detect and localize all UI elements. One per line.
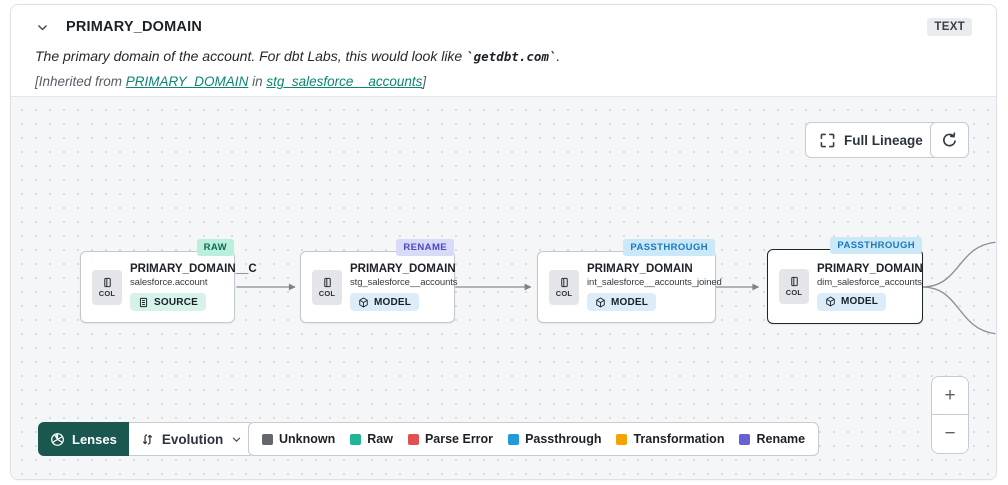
column-icon xyxy=(790,276,798,287)
legend-swatch xyxy=(350,433,362,445)
resource-type-badge: SOURCE xyxy=(130,293,206,311)
column-description: The primary domain of the account. For d… xyxy=(35,48,561,64)
resource-type-badge: MODEL xyxy=(350,293,420,311)
legend-swatch xyxy=(616,433,628,445)
zoom-out-button[interactable]: − xyxy=(932,415,968,453)
data-type-badge: TEXT xyxy=(927,18,972,36)
legend-item: Passthrough xyxy=(508,432,601,446)
legend-swatch xyxy=(407,433,419,445)
legend-item: Raw xyxy=(350,432,393,446)
inherited-from-line: [Inherited from PRIMARY_DOMAIN in stg_sa… xyxy=(35,74,427,89)
legend-swatch xyxy=(508,433,520,445)
node-subtitle: salesforce.account xyxy=(130,277,208,288)
column-lineage-panel: PRIMARY_DOMAIN TEXT The primary domain o… xyxy=(10,4,997,480)
node-title: PRIMARY_DOMAIN xyxy=(817,262,923,275)
full-lineage-button[interactable]: Full Lineage xyxy=(805,122,938,158)
model-icon xyxy=(359,297,368,307)
collapse-chevron-icon[interactable] xyxy=(35,20,49,34)
zoom-controls: + − xyxy=(931,376,969,454)
lineage-node-source[interactable]: RAW COL PRIMARY_DOMAIN__C salesforce.acc… xyxy=(80,239,257,323)
zoom-in-button[interactable]: + xyxy=(932,377,968,415)
status-badge: PASSTHROUGH xyxy=(830,237,922,254)
expand-brackets-icon xyxy=(820,133,835,147)
legend-item: Parse Error xyxy=(407,432,493,446)
refresh-icon xyxy=(943,131,956,147)
source-icon xyxy=(139,297,148,307)
column-chip: COL xyxy=(92,269,122,305)
node-title: PRIMARY_DOMAIN xyxy=(350,263,456,275)
column-chip: COL xyxy=(549,269,579,305)
lineage-edges xyxy=(236,241,996,335)
legend-swatch xyxy=(262,433,273,445)
lineage-node-dim-selected[interactable]: PASSTHROUGH COL PRIMARY_DOMAIN dim_sales… xyxy=(767,237,923,324)
lens-legend: Unknown Raw Parse Error Passthrough Tran… xyxy=(248,422,820,456)
column-chip: COL xyxy=(779,269,809,304)
legend-item: Unknown xyxy=(262,432,335,446)
node-subtitle: int_salesforce__accounts_joined xyxy=(587,277,722,288)
lenses-control: Lenses Evolution xyxy=(38,422,256,456)
lens-selector-dropdown[interactable]: Evolution xyxy=(128,422,256,456)
column-header: PRIMARY_DOMAIN TEXT The primary domain o… xyxy=(11,5,996,96)
column-title: PRIMARY_DOMAIN xyxy=(66,19,202,35)
model-icon xyxy=(596,297,605,307)
refresh-button[interactable] xyxy=(930,122,969,158)
evolution-icon xyxy=(142,433,152,445)
column-icon xyxy=(323,277,331,287)
code-snippet: `getdbt.com` xyxy=(466,49,557,64)
column-icon xyxy=(103,277,111,287)
node-title: PRIMARY_DOMAIN__C xyxy=(130,263,257,275)
lineage-node-int[interactable]: PASSTHROUGH COL PRIMARY_DOMAIN int_sales… xyxy=(537,239,722,323)
status-badge: PASSTHROUGH xyxy=(623,239,715,256)
lens-aperture-icon xyxy=(51,432,64,446)
column-icon xyxy=(560,277,568,287)
chevron-down-icon xyxy=(233,437,241,442)
status-badge: RAW xyxy=(196,239,234,256)
lineage-canvas[interactable]: Full Lineage RAW COL PRIMARY_DOMAIN__C s… xyxy=(11,96,996,479)
column-chip: COL xyxy=(312,269,342,305)
lenses-button[interactable]: Lenses xyxy=(38,422,129,456)
resource-type-badge: MODEL xyxy=(587,293,657,311)
inherited-model-link[interactable]: stg_salesforce__accounts xyxy=(266,74,423,89)
legend-item: Rename xyxy=(739,432,805,446)
lineage-node-stg[interactable]: RENAME COL PRIMARY_DOMAIN stg_salesforce… xyxy=(300,239,458,323)
legend-item: Transformation xyxy=(616,432,724,446)
node-subtitle: dim_salesforce_accounts xyxy=(817,276,922,288)
inherited-column-link[interactable]: PRIMARY_DOMAIN xyxy=(125,74,249,89)
status-badge: RENAME xyxy=(396,239,454,256)
resource-type-badge: MODEL xyxy=(817,292,887,311)
model-icon xyxy=(826,296,835,307)
legend-swatch xyxy=(739,433,751,445)
node-title: PRIMARY_DOMAIN xyxy=(587,263,693,275)
node-subtitle: stg_salesforce__accounts xyxy=(350,277,458,288)
